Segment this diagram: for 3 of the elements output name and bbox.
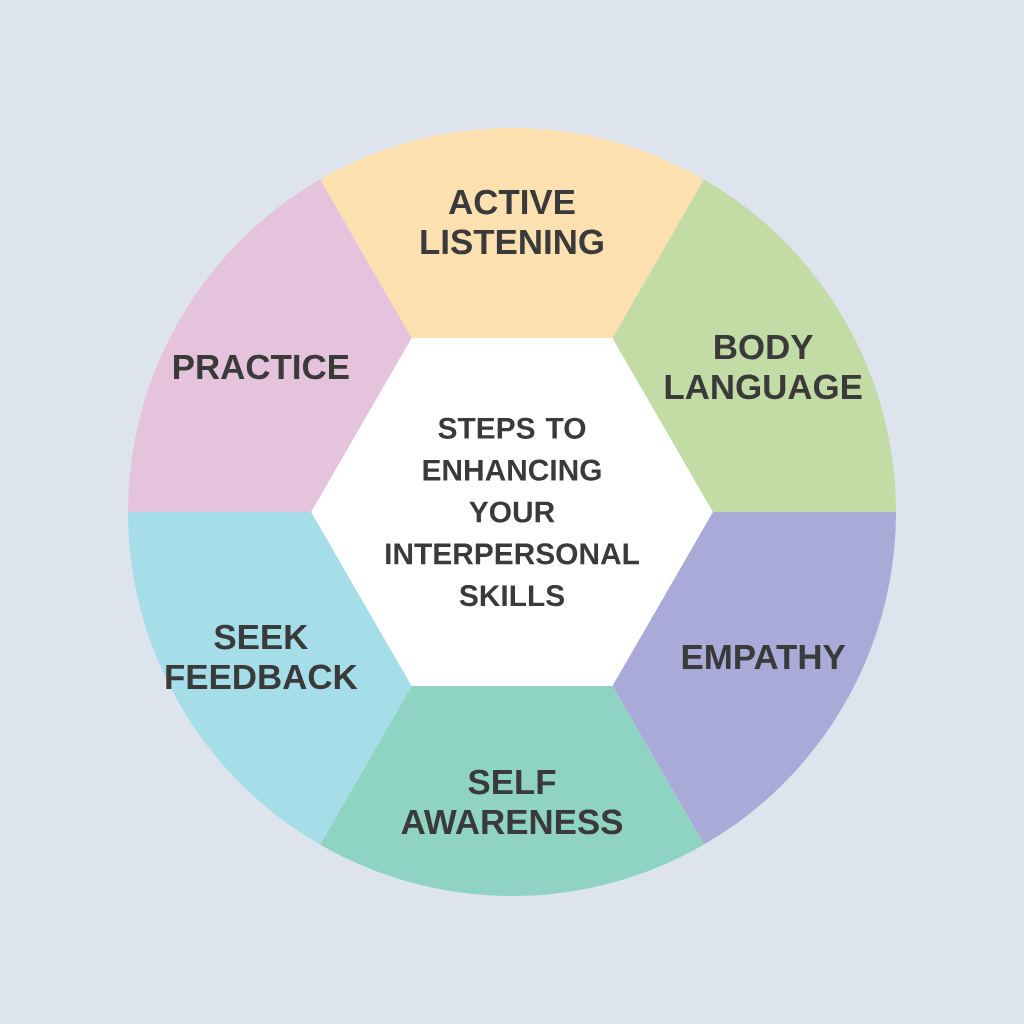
wheel-segment: PRACTICE xyxy=(128,179,412,512)
wheel-segment: BODY LANGUAGE xyxy=(612,179,896,512)
wheel-segment: ACTIVE LISTENING xyxy=(320,128,704,338)
